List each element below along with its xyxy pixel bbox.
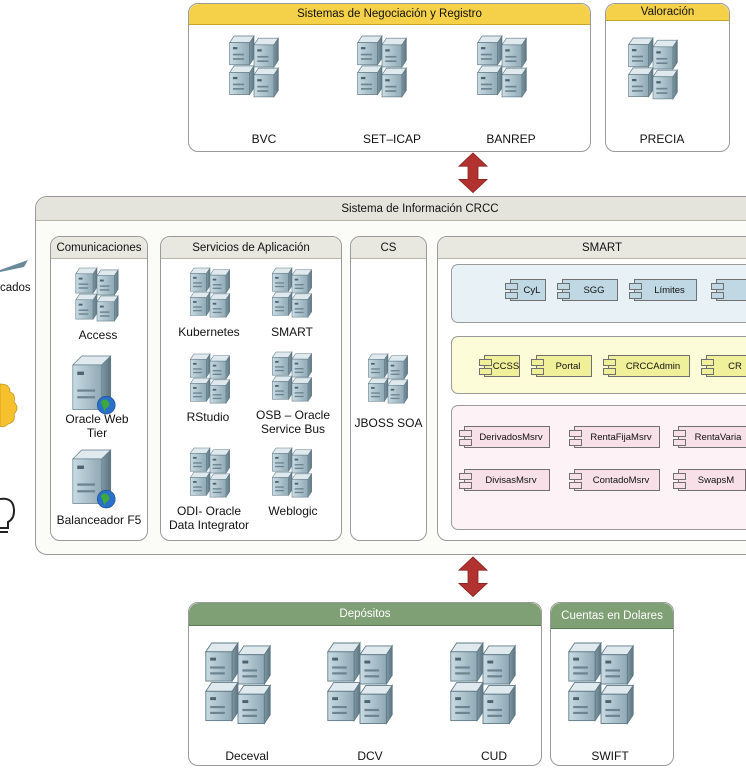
component-contadomsrv: ContadoMsrv xyxy=(569,469,660,491)
deceval-server-icon xyxy=(205,643,271,725)
cs-group: CS xyxy=(350,236,427,541)
access-label: Access xyxy=(78,328,118,342)
odi-label: ODI- Oracle Data Integrator xyxy=(168,504,250,532)
weblogic-server-icon xyxy=(270,448,314,498)
component-cyl: CyL xyxy=(505,279,546,301)
component-derivadosmsrv: DerivadosMsrv xyxy=(459,426,550,448)
component-blue-partial xyxy=(711,279,746,301)
bvc-server-icon xyxy=(226,36,282,98)
cud-label: CUD xyxy=(481,749,507,763)
swift-label: SWIFT xyxy=(591,749,629,763)
servicios-header: Servicios de Aplicación xyxy=(161,237,341,259)
depositos-header: Depósitos xyxy=(189,603,541,626)
component-rentavaria-partial: RentaVaria xyxy=(673,426,746,448)
component-divisasmsrv: DivisasMsrv xyxy=(459,469,550,491)
odi-server-icon xyxy=(188,448,232,498)
kubernetes-label: Kubernetes xyxy=(178,325,240,339)
left-edge-label: cados xyxy=(0,282,31,294)
bidirectional-arrow-top-icon xyxy=(458,152,488,194)
smart-lane-pink xyxy=(451,405,746,530)
cuentas-header: Cuentas en Dolares xyxy=(551,603,673,629)
rstudio-label: RStudio xyxy=(186,410,230,424)
deceval-label: Deceval xyxy=(225,749,269,763)
jboss-soa-label: JBOSS SOA xyxy=(354,416,423,430)
banrep-server-icon xyxy=(474,36,530,98)
component-crccadmin: CRCCAdmin xyxy=(603,355,690,377)
negociacion-header: Sistemas de Negociación y Registro xyxy=(189,4,590,25)
valoracion-group: Valoración xyxy=(605,3,730,152)
kubernetes-server-icon xyxy=(188,268,232,318)
component-portal: Portal xyxy=(531,355,592,377)
valoracion-header: Valoración xyxy=(606,4,729,21)
smart-header: SMART xyxy=(438,237,746,259)
dcv-label: DCV xyxy=(357,749,383,763)
osb-label: OSB – Oracle Service Bus xyxy=(255,408,331,436)
bvc-label: BVC xyxy=(251,132,277,146)
weblogic-label: Weblogic xyxy=(268,504,318,518)
balanceador-f5-icon xyxy=(72,449,116,509)
rstudio-server-icon xyxy=(188,354,232,404)
component-sgg: SGG xyxy=(557,279,618,301)
partial-bulb-icon xyxy=(0,497,16,533)
partial-cloud-icon xyxy=(0,383,18,428)
component-limites: Límites xyxy=(629,279,697,301)
osb-server-icon xyxy=(270,352,314,402)
set-icap-server-icon xyxy=(354,36,410,98)
access-server-icon xyxy=(73,268,121,322)
component-swapsm-partial: SwapsM xyxy=(673,469,746,491)
partial-arrow-icon xyxy=(0,260,28,272)
precia-label: PRECIA xyxy=(639,132,685,146)
component-cr-partial: CR xyxy=(701,355,746,377)
bidirectional-arrow-bottom-icon xyxy=(458,556,488,598)
crcc-header: Sistema de Información CRCC xyxy=(36,197,746,221)
banrep-label: BANREP xyxy=(486,132,536,146)
cud-server-icon xyxy=(450,643,516,725)
comunicaciones-header: Comunicaciones xyxy=(51,237,147,259)
component-rentafijamsrv: RentaFijaMsrv xyxy=(569,426,660,448)
set-icap-label: SET–ICAP xyxy=(362,132,422,146)
smart-server-icon xyxy=(270,268,314,318)
oracle-web-tier-label: Oracle Web Tier xyxy=(65,412,129,440)
swift-server-icon xyxy=(568,643,634,725)
servicios-group: Servicios de Aplicación xyxy=(160,236,342,541)
cs-header: CS xyxy=(351,237,426,259)
oracle-web-tier-icon xyxy=(72,355,116,415)
dcv-server-icon xyxy=(327,643,393,725)
component-ccss: CCSS xyxy=(479,355,520,377)
balanceador-f5-label: Balanceador F5 xyxy=(56,513,142,527)
jboss-soa-server-icon xyxy=(366,354,410,404)
cuentas-group: Cuentas en Dolares xyxy=(550,602,674,766)
precia-server-icon xyxy=(625,38,681,100)
smart-label: SMART xyxy=(271,325,313,339)
